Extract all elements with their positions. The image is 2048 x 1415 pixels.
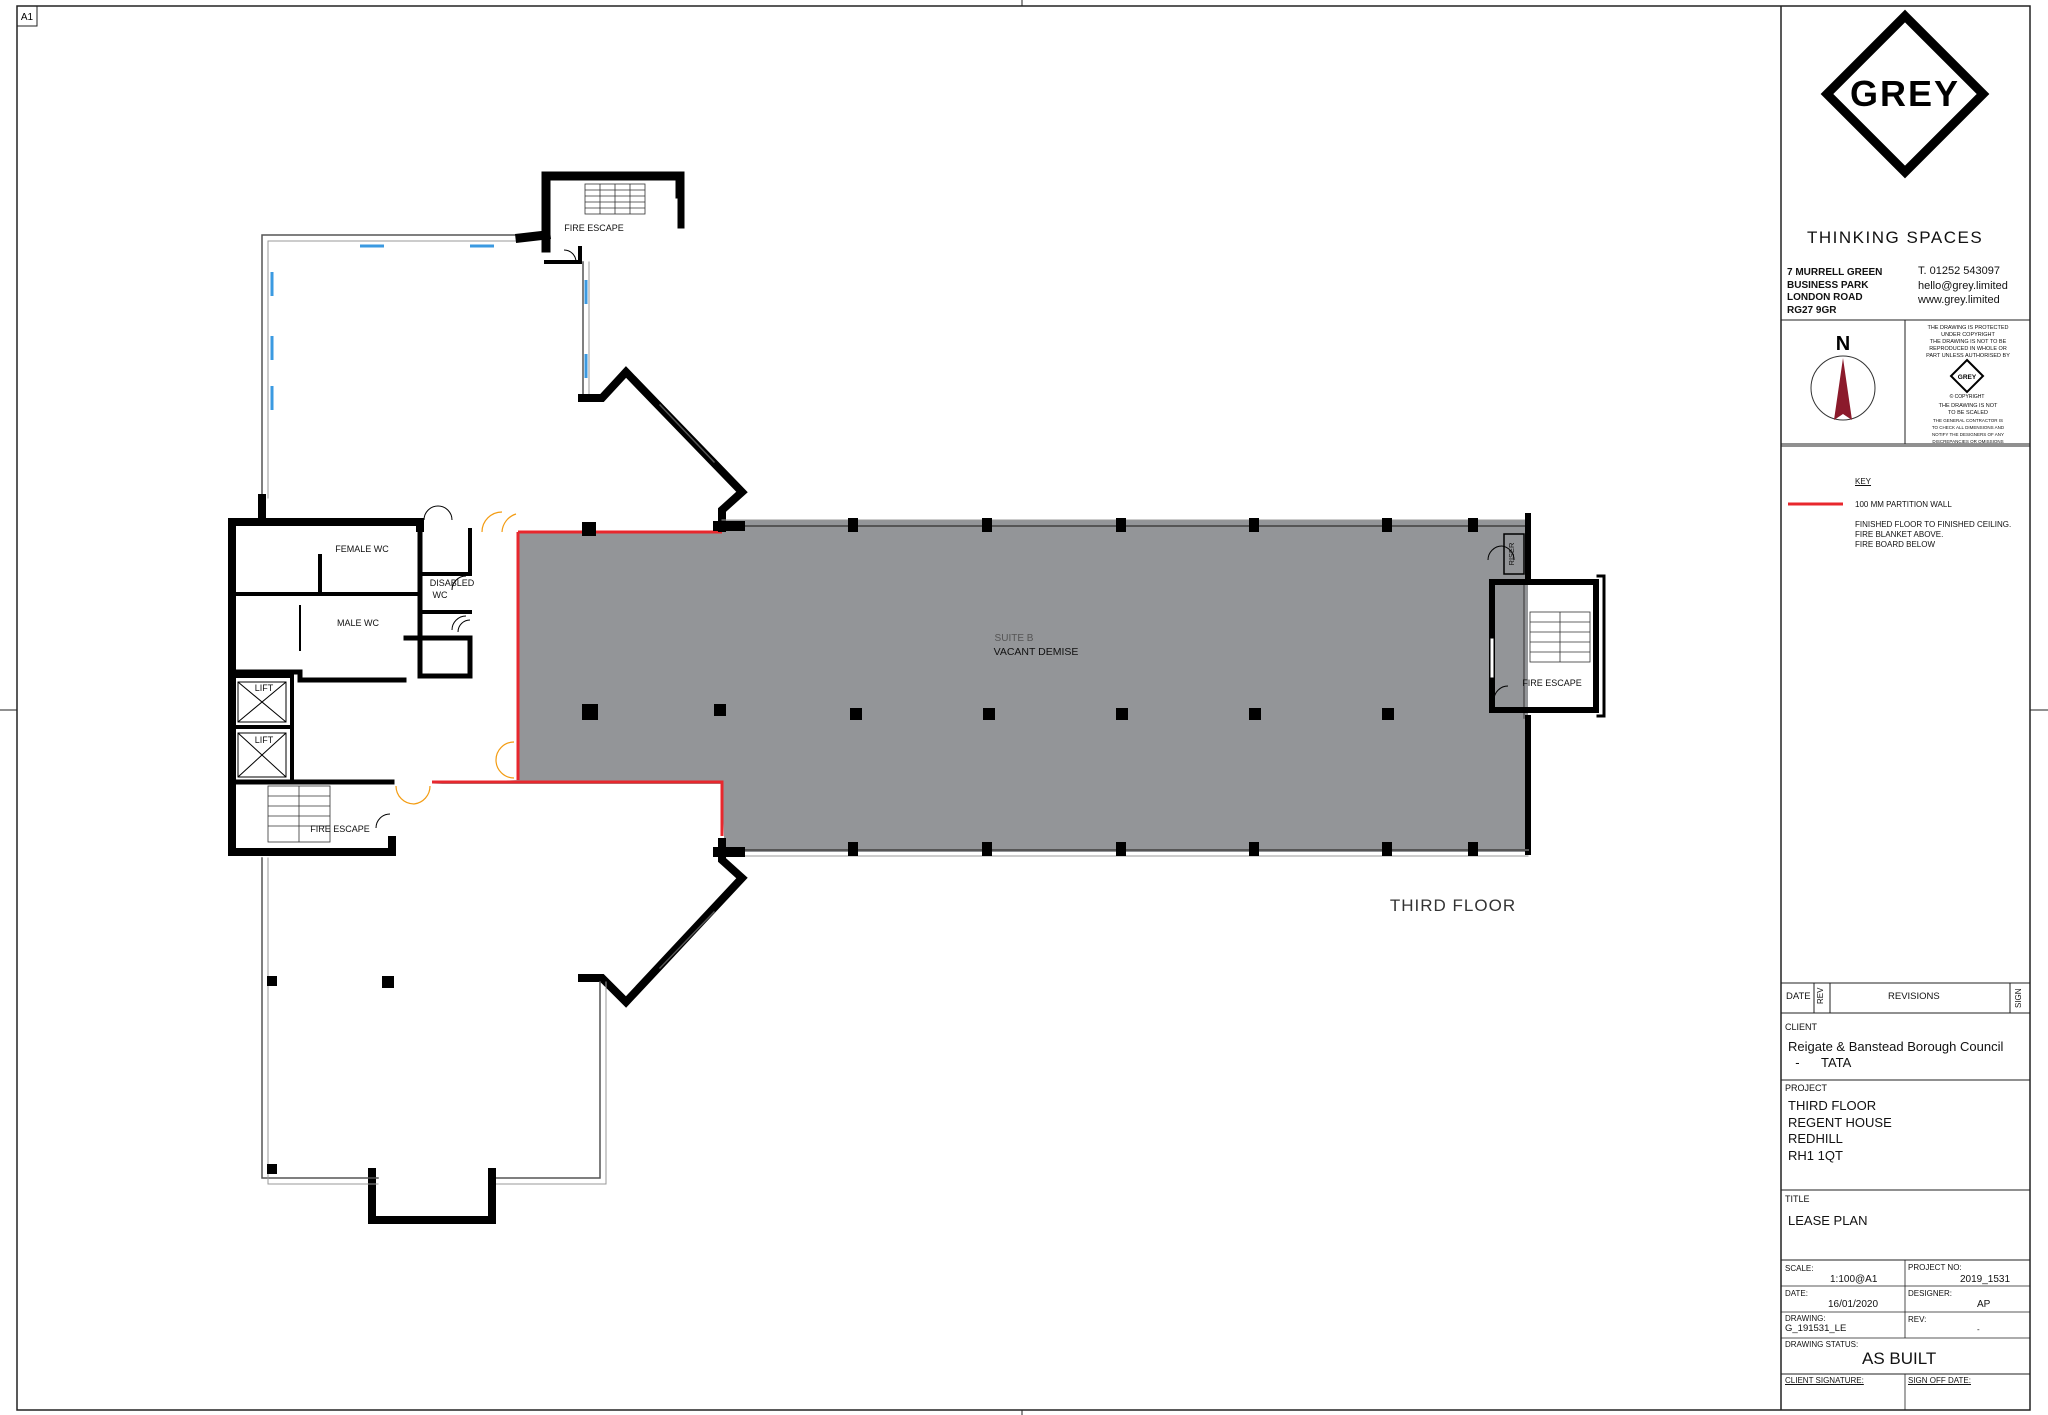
rev-sign-header: SIGN — [2014, 988, 2023, 1008]
key-notes: FINISHED FLOOR TO FINISHED CEILING. FIRE… — [1855, 520, 2011, 550]
drawing-status-value: AS BUILT — [1862, 1349, 1937, 1368]
designer-label: DESIGNER: — [1908, 1289, 1953, 1298]
copyright-line: PART UNLESS AUTHORISED BY — [1926, 353, 2010, 359]
drawing-status-label: DRAWING STATUS: — [1785, 1340, 1859, 1349]
sign-off-date-label: SIGN OFF DATE: — [1908, 1376, 1971, 1385]
logo-text: GREY — [1850, 73, 1960, 114]
room-label-male-wc: MALE WC — [337, 618, 380, 628]
address-line: BUSINESS PARK — [1787, 279, 1869, 291]
project-label: PROJECT — [1785, 1083, 1828, 1093]
floor-label: THIRD FLOOR — [1390, 896, 1516, 915]
client-signature-label: CLIENT SIGNATURE: — [1785, 1376, 1864, 1385]
copyright-line: THE DRAWING IS PROTECTED — [1927, 325, 2009, 331]
rev-label: REV: — [1908, 1315, 1927, 1324]
copyright-line: UNDER COPYRIGHT — [1941, 332, 1995, 338]
address-line: RG27 9GR — [1787, 304, 1837, 316]
client-label: CLIENT — [1785, 1022, 1818, 1032]
client-name: Reigate & Banstead Borough Council — [1788, 1039, 2004, 1054]
key-title: KEY — [1855, 477, 1872, 486]
copyright-protected-text: THE DRAWING IS PROTECTED UNDER COPYRIGHT… — [1912, 325, 2024, 360]
designer-value: AP — [1977, 1299, 1991, 1310]
rev-value: - — [1977, 1325, 1980, 1334]
riser-box — [1503, 533, 1525, 575]
project-block: THIRD FLOOR REGENT HOUSE REDHILL RH1 1QT — [1788, 1098, 1892, 1164]
copyright-note: NOTIFY THE DESIGNERS OF ANY — [1931, 432, 2005, 437]
room-label-fire-escape-right: FIRE ESCAPE — [1522, 678, 1582, 688]
stairs — [267, 183, 1591, 843]
demise-label: VACANT DEMISE — [994, 646, 1079, 658]
client-subname: - TATA — [1788, 1055, 1852, 1070]
sheet-size-box — [16, 5, 38, 27]
key-note: FINISHED FLOOR TO FINISHED CEILING. — [1855, 520, 2012, 529]
scale-label: SCALE: — [1785, 1264, 1814, 1273]
date-value: 16/01/2020 — [1828, 1299, 1879, 1310]
copyright-notes-text: THE DRAWING IS NOT TO BE SCALED THE GENE… — [1912, 403, 2024, 445]
copyright-stamp: GREY © COPYRIGHT — [1949, 358, 1985, 400]
glazing-marks — [270, 244, 588, 410]
key-note: FIRE BOARD BELOW — [1855, 540, 1936, 549]
email-link[interactable]: hello@grey.limited — [1918, 279, 2008, 292]
partition-walls — [432, 530, 724, 836]
tagline: THINKING SPACES — [1807, 228, 1984, 247]
room-label-female-wc: FEMALE WC — [335, 544, 389, 554]
room-label-disabled-wc-2: WC — [433, 590, 448, 600]
key-note: FIRE BLANKET ABOVE. — [1855, 530, 1944, 539]
project-line: REDHILL — [1788, 1131, 1843, 1146]
suite-label: SUITE B — [995, 633, 1034, 644]
grey-logo: GREY — [1820, 9, 1990, 179]
svg-text:© COPYRIGHT: © COPYRIGHT — [1950, 393, 1985, 400]
project-line: RH1 1QT — [1788, 1147, 1843, 1163]
contact-block: T. 01252 543097 hello@grey.limited www.g… — [1918, 264, 2008, 308]
room-label-disabled-wc-1: DISABLED — [430, 578, 475, 588]
copyright-line: THE DRAWING IS NOT TO BE — [1929, 339, 2007, 345]
project-line: REGENT HOUSE — [1788, 1114, 1892, 1130]
title-block-frame — [1780, 6, 2030, 1410]
date-label: DATE: — [1785, 1289, 1808, 1298]
title-label: TITLE — [1785, 1194, 1810, 1204]
room-label-riser: RISER — [1507, 542, 1516, 566]
copyright-note: THE GENERAL CONTRACTOR IS — [1932, 418, 2003, 423]
client-block: Reigate & Banstead Borough Council - TAT… — [1788, 1039, 2003, 1071]
phone-text: T. 01252 543097 — [1918, 265, 2000, 277]
columns — [267, 518, 1478, 1174]
rev-title-header: REVISIONS — [1888, 991, 1940, 1002]
drawing-value: G_191531_LE — [1785, 1323, 1847, 1334]
north-label: N — [1836, 333, 1850, 355]
project-no-label: PROJECT NO: — [1908, 1263, 1962, 1272]
north-arrow: N — [1810, 333, 1876, 421]
room-label-fire-escape-top: FIRE ESCAPE — [564, 223, 624, 233]
sheet-size-label: A1 — [21, 12, 34, 23]
room-label-fire-escape-left: FIRE ESCAPE — [310, 824, 370, 834]
copyright-line: REPRODUCED IN WHOLE OR — [1929, 346, 2007, 352]
address-line: 7 MURRELL GREEN — [1787, 267, 1883, 278]
copyright-note: TO BE SCALED — [1948, 410, 1988, 416]
project-no-value: 2019_1531 — [1960, 1274, 2011, 1285]
scale-value: 1:100@A1 — [1830, 1274, 1878, 1285]
address-line: LONDON ROAD — [1787, 292, 1863, 303]
drawing-label: DRAWING: — [1785, 1314, 1826, 1323]
doors — [395, 511, 517, 805]
wc-doors — [375, 249, 1515, 829]
project-line: THIRD FLOOR — [1788, 1098, 1877, 1113]
rev-rev-header: REV — [1816, 987, 1825, 1004]
copyright-note: DISCREPANCIES OR OMISSIONS — [1932, 439, 2004, 444]
rev-date-header: DATE — [1786, 991, 1811, 1002]
copyright-note: THE DRAWING IS NOT — [1938, 403, 1998, 409]
title-value: LEASE PLAN — [1788, 1213, 1868, 1228]
copyright-note: TO CHECK ALL DIMENSIONS AND — [1931, 425, 2005, 430]
room-label-lift-1: LIFT — [255, 683, 274, 693]
website-link[interactable]: www.grey.limited — [1918, 294, 2000, 306]
key-partition-label: 100 MM PARTITION WALL — [1855, 500, 1952, 509]
sheet-border — [16, 5, 2031, 1411]
address-block: 7 MURRELL GREEN BUSINESS PARK LONDON ROA… — [1787, 267, 1882, 317]
lift-shafts — [237, 681, 287, 778]
room-label-lift-2: LIFT — [255, 735, 274, 745]
svg-text:GREY: GREY — [1958, 374, 1977, 381]
